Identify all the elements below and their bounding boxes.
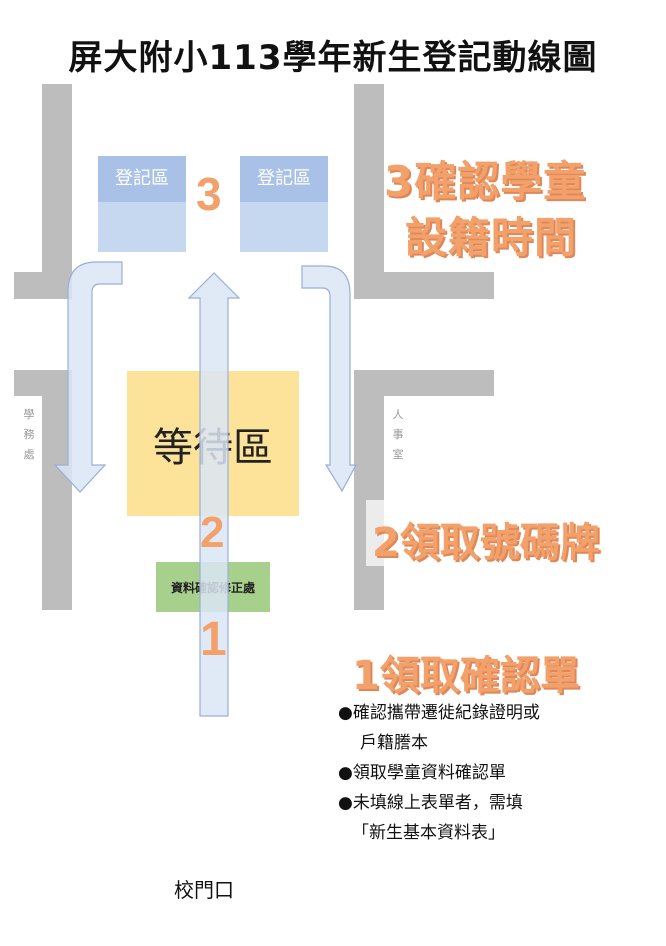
wall-left-bottom-arm xyxy=(14,370,72,396)
step3-label-line1: 3確認學童 xyxy=(384,157,587,206)
wall-left-bottom xyxy=(42,370,72,610)
booth-label-left: 登記區 xyxy=(98,156,186,202)
step1-label: 1領取確認單 xyxy=(352,653,580,699)
step-number-1: 1 xyxy=(200,613,227,666)
building-label-right: 人事室 xyxy=(392,408,404,461)
registration-booth-right: 登記區 xyxy=(240,156,328,252)
step1-notes: ●確認攜帶遷徙紀錄證明或 戶籍謄本 ●領取學童資料確認單 ●未填線上表單者，需填… xyxy=(338,698,540,848)
up-arrow xyxy=(187,272,241,717)
wall-right-top xyxy=(354,84,384,299)
school-gate-label: 校門口 xyxy=(174,878,234,902)
counter-strip xyxy=(366,500,384,566)
step2-label: 2領取號碼牌 xyxy=(372,520,600,566)
booth-label-right: 登記區 xyxy=(240,156,328,202)
note-item-cont: 戶籍謄本 xyxy=(360,733,428,753)
note-item-cont: 「新生基本資料表」 xyxy=(352,823,505,843)
page-title: 屏大附小113學年新生登記動線圖 xyxy=(68,38,598,78)
wall-left-top-arm xyxy=(14,272,72,299)
note-item: ●領取學童資料確認單 xyxy=(338,763,506,783)
step-number-3: 3 xyxy=(196,168,222,220)
right-down-arrow xyxy=(301,265,358,493)
note-item: ●未填線上表單者，需填 xyxy=(338,793,523,813)
note-item: ●確認攜帶遷徙紀錄證明或 xyxy=(338,703,540,723)
wall-right-bottom xyxy=(354,370,384,610)
registration-booth-left: 登記區 xyxy=(98,156,186,252)
wall-left-top xyxy=(42,84,72,299)
step3-label-line2: 設籍時間 xyxy=(405,213,578,262)
wall-right-top-arm xyxy=(354,272,494,299)
left-down-arrow xyxy=(53,261,123,493)
building-label-left: 學務處 xyxy=(23,408,35,461)
wall-right-bottom-arm xyxy=(354,370,494,396)
step-number-2: 2 xyxy=(200,508,225,557)
